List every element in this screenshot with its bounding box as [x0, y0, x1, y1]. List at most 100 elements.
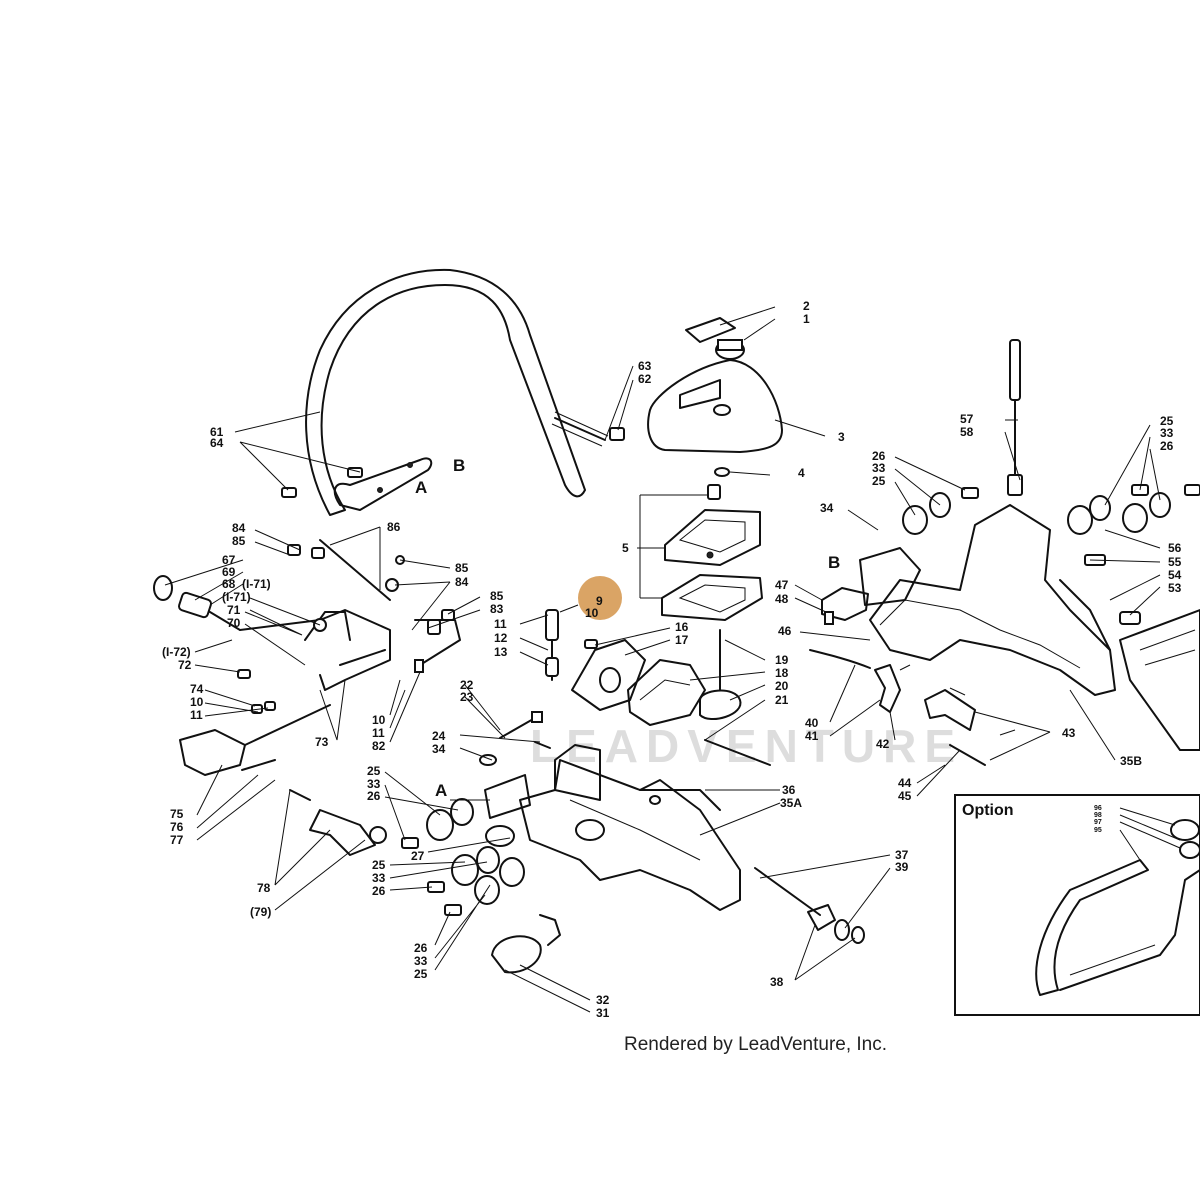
callout-56[interactable]: 56 — [1168, 541, 1182, 555]
callout-85-mid[interactable]: 85 — [455, 561, 469, 575]
callout-27[interactable]: 27 — [411, 849, 425, 863]
callout-B-right[interactable]: B — [828, 553, 840, 572]
callout-63[interactable]: 63 — [638, 359, 652, 373]
callout-42[interactable]: 42 — [876, 737, 890, 751]
callout-97[interactable]: 97 — [1094, 819, 1102, 826]
callout-84-mid[interactable]: 84 — [455, 575, 469, 589]
callout-71[interactable]: 71 — [227, 603, 241, 617]
callout-B-top[interactable]: B — [453, 456, 465, 475]
callout-84-top[interactable]: 84 — [232, 521, 246, 535]
callout-24[interactable]: 24 — [432, 729, 446, 743]
callout-67[interactable]: 67 — [222, 553, 236, 567]
callout-33-right-top[interactable]: 33 — [872, 461, 886, 475]
callout-37[interactable]: 37 — [895, 848, 909, 862]
callout-48[interactable]: 48 — [775, 592, 789, 606]
callout-33-far-right[interactable]: 33 — [1160, 426, 1174, 440]
callout-47[interactable]: 47 — [775, 578, 789, 592]
callout-26-right-top[interactable]: 26 — [872, 449, 886, 463]
callout-98[interactable]: 98 — [1094, 812, 1102, 819]
callout-16[interactable]: 16 — [675, 620, 689, 634]
callout-26-far-right[interactable]: 26 — [1160, 439, 1174, 453]
callout-26-left-a[interactable]: 26 — [367, 789, 381, 803]
callout-61[interactable]: 61 — [210, 425, 224, 439]
callout-I-71-a[interactable]: (I-71) — [242, 577, 271, 591]
callout-85-top[interactable]: 85 — [232, 534, 246, 548]
callout-25-left-a[interactable]: 25 — [367, 764, 381, 778]
callout-34-left[interactable]: 34 — [432, 742, 446, 756]
callout-35A[interactable]: 35A — [780, 796, 802, 810]
callout-A-top[interactable]: A — [415, 478, 427, 497]
callout-I-72[interactable]: (I-72) — [162, 645, 191, 659]
callout-55[interactable]: 55 — [1168, 555, 1182, 569]
callout-1[interactable]: 1 — [803, 312, 810, 326]
callout-79[interactable]: (79) — [250, 905, 271, 919]
callout-75[interactable]: 75 — [170, 807, 184, 821]
callout-17[interactable]: 17 — [675, 633, 689, 647]
callout-96[interactable]: 96 — [1094, 805, 1102, 812]
callout-10-mid[interactable]: 10 — [372, 713, 386, 727]
callout-26-left-c[interactable]: 26 — [414, 941, 428, 955]
callout-11-left[interactable]: 11 — [190, 708, 203, 722]
callout-68[interactable]: 68 — [222, 577, 236, 591]
callout-35B[interactable]: 35B — [1120, 754, 1142, 768]
callout-39[interactable]: 39 — [895, 860, 909, 874]
callout-77[interactable]: 77 — [170, 833, 184, 847]
callout-86[interactable]: 86 — [387, 520, 401, 534]
callout-25-far-right[interactable]: 25 — [1160, 414, 1174, 428]
callout-21[interactable]: 21 — [775, 693, 789, 707]
callout-82[interactable]: 82 — [372, 739, 386, 753]
callout-33-left-c[interactable]: 33 — [414, 954, 428, 968]
callout-38[interactable]: 38 — [770, 975, 784, 989]
callout-32[interactable]: 32 — [596, 993, 610, 1007]
callout-57[interactable]: 57 — [960, 412, 974, 426]
callout-18[interactable]: 18 — [775, 666, 789, 680]
callout-5[interactable]: 5 — [622, 541, 629, 555]
callout-72[interactable]: 72 — [178, 658, 192, 672]
callout-11-mid[interactable]: 11 — [372, 726, 385, 740]
callout-45[interactable]: 45 — [898, 789, 912, 803]
callout-36[interactable]: 36 — [782, 783, 796, 797]
callout-69[interactable]: 69 — [222, 565, 236, 579]
callout-11-carb[interactable]: 11 — [494, 617, 507, 631]
callout-76[interactable]: 76 — [170, 820, 184, 834]
callout-33-left-a[interactable]: 33 — [367, 777, 381, 791]
callout-64[interactable]: 64 — [210, 436, 224, 450]
callout-70[interactable]: 70 — [227, 616, 241, 630]
callout-2[interactable]: 2 — [803, 299, 810, 313]
air-filter-assembly — [661, 484, 763, 621]
callout-73[interactable]: 73 — [315, 735, 329, 749]
callout-25-left-b[interactable]: 25 — [372, 858, 386, 872]
callout-78[interactable]: 78 — [257, 881, 271, 895]
callout-34-right[interactable]: 34 — [820, 501, 834, 515]
callout-4[interactable]: 4 — [798, 466, 805, 480]
callout-85-right[interactable]: 85 — [490, 589, 504, 603]
callout-25-right-top[interactable]: 25 — [872, 474, 886, 488]
callout-10-left[interactable]: 10 — [190, 695, 204, 709]
callout-25-left-c[interactable]: 25 — [414, 967, 428, 981]
callout-83[interactable]: 83 — [490, 602, 504, 616]
callout-95[interactable]: 95 — [1094, 827, 1102, 834]
callout-26-left-b[interactable]: 26 — [372, 884, 386, 898]
callout-31[interactable]: 31 — [596, 1006, 610, 1020]
callout-40[interactable]: 40 — [805, 716, 819, 730]
highlight-marker-9-10[interactable]: 9 10 — [578, 576, 622, 620]
callout-22[interactable]: 22 — [460, 678, 474, 692]
callout-54[interactable]: 54 — [1168, 568, 1182, 582]
callout-62[interactable]: 62 — [638, 372, 652, 386]
callout-3[interactable]: 3 — [838, 430, 845, 444]
callout-41[interactable]: 41 — [805, 729, 819, 743]
callout-19[interactable]: 19 — [775, 653, 789, 667]
callout-I-71-b[interactable]: (I-71) — [222, 590, 251, 604]
callout-12[interactable]: 12 — [494, 631, 508, 645]
callout-53[interactable]: 53 — [1168, 581, 1182, 595]
callout-33-left-b[interactable]: 33 — [372, 871, 386, 885]
callout-23[interactable]: 23 — [460, 690, 474, 704]
callout-43[interactable]: 43 — [1062, 726, 1076, 740]
callout-74[interactable]: 74 — [190, 682, 204, 696]
callout-46[interactable]: 46 — [778, 624, 792, 638]
callout-44[interactable]: 44 — [898, 776, 912, 790]
callout-A-mid[interactable]: A — [435, 781, 447, 800]
callout-58[interactable]: 58 — [960, 425, 974, 439]
callout-20[interactable]: 20 — [775, 679, 789, 693]
callout-13[interactable]: 13 — [494, 645, 508, 659]
